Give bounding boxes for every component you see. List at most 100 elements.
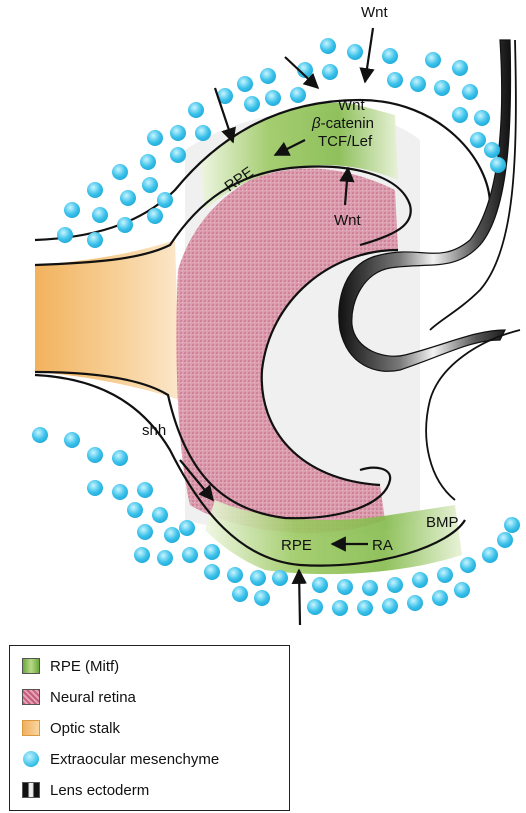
mesenchyme-dot xyxy=(260,68,276,84)
mesenchyme-dot xyxy=(137,524,153,540)
legend-label: Extraocular mesenchyme xyxy=(50,751,219,768)
label-wnt-top: Wnt xyxy=(361,4,389,21)
mesenchyme-dot xyxy=(134,547,150,563)
mesenchyme-dot xyxy=(157,192,173,208)
lens-ectoderm-swatch-icon xyxy=(22,782,40,798)
arrow-wnt-top xyxy=(365,28,373,82)
mesenchyme-dot xyxy=(412,572,428,588)
mesenchyme-dot xyxy=(425,52,441,68)
legend-label: Optic stalk xyxy=(50,720,120,737)
legend-label: Neural retina xyxy=(50,689,136,706)
mesenchyme-dot xyxy=(497,532,513,548)
mesenchyme-dot xyxy=(407,595,423,611)
rpe-swatch-icon xyxy=(22,658,40,674)
mesenchyme-dot xyxy=(112,450,128,466)
mesenchyme-dot xyxy=(92,207,108,223)
mesenchyme-dot xyxy=(470,132,486,148)
mesenchyme-dot xyxy=(432,590,448,606)
mesenchyme-dot xyxy=(147,208,163,224)
mesenchyme-dot xyxy=(382,48,398,64)
mesenchyme-dot xyxy=(204,564,220,580)
mesenchyme-dot xyxy=(140,154,156,170)
legend-item-mesenchyme: Extraocular mesenchyme xyxy=(22,748,219,770)
mesenchyme-dot xyxy=(64,202,80,218)
legend-label: Lens ectoderm xyxy=(50,782,149,799)
mesenchyme-dot xyxy=(332,600,348,616)
mesenchyme-dot xyxy=(195,125,211,141)
mesenchyme-dot xyxy=(322,64,338,80)
legend-item-neural-retina: Neural retina xyxy=(22,686,136,708)
mesenchyme-dot xyxy=(382,598,398,614)
mesenchyme-dot xyxy=(142,177,158,193)
mesenchyme-dot xyxy=(157,550,173,566)
legend-item-lens-ectoderm: Lens ectoderm xyxy=(22,779,149,801)
mesenchyme-dot xyxy=(244,96,260,112)
mesenchyme-dot xyxy=(250,570,266,586)
mesenchyme-dot xyxy=(227,567,243,583)
mesenchyme-dot xyxy=(87,182,103,198)
mesenchyme-dot-icon xyxy=(23,751,39,767)
mesenchyme-dot xyxy=(170,125,186,141)
mesenchyme-dot xyxy=(170,147,186,163)
legend-item-optic-stalk: Optic stalk xyxy=(22,717,120,739)
mesenchyme-dot xyxy=(127,502,143,518)
label-wnt-inner: Wnt xyxy=(338,97,366,114)
legend: RPE (Mitf) Neural retina Optic stalk Ext… xyxy=(9,645,290,811)
label-ra: RA xyxy=(372,537,393,554)
legend-label: RPE (Mitf) xyxy=(50,658,119,675)
mesenchyme-dot xyxy=(117,217,133,233)
mesenchyme-dot xyxy=(490,157,506,173)
label-bmp: BMP xyxy=(426,514,459,531)
beta-catenin-suffix: -catenin xyxy=(321,115,374,132)
legend-item-rpe: RPE (Mitf) xyxy=(22,655,119,677)
mesenchyme-dot xyxy=(87,480,103,496)
label-shh: shh xyxy=(142,422,166,439)
mesenchyme-dot xyxy=(254,590,270,606)
mesenchyme-dot xyxy=(137,482,153,498)
mesenchyme-dot xyxy=(152,507,168,523)
arrow-top-left-1 xyxy=(285,57,318,88)
beta-symbol: β xyxy=(311,115,321,132)
mesenchyme-dot xyxy=(337,579,353,595)
mesenchyme-dot xyxy=(462,84,478,100)
mesenchyme-dot xyxy=(437,567,453,583)
mesenchyme-dot xyxy=(474,110,490,126)
mesenchyme-dot xyxy=(347,44,363,60)
mesenchyme-dot xyxy=(504,517,520,533)
mesenchyme-dot xyxy=(454,582,470,598)
mesenchyme-dot xyxy=(204,544,220,560)
mesenchyme-dot xyxy=(357,600,373,616)
mesenchyme-dot xyxy=(484,142,500,158)
label-wnt-lower: Wnt xyxy=(334,212,362,229)
optic-cup-diagram: Wnt Wnt β-catenin TCF/Lef RPE Wnt shh BM… xyxy=(0,0,526,645)
label-rpe-bottom: RPE xyxy=(281,537,312,554)
mesenchyme-dot xyxy=(32,427,48,443)
mesenchyme-dot xyxy=(452,60,468,76)
mesenchyme-dot xyxy=(460,557,476,573)
mesenchyme-dot xyxy=(237,76,253,92)
mesenchyme-dot xyxy=(188,102,204,118)
mesenchyme-dot xyxy=(120,190,136,206)
mesenchyme-dot xyxy=(232,586,248,602)
mesenchyme-dot xyxy=(179,520,195,536)
arrow-bottom-up xyxy=(299,570,300,625)
mesenchyme-dot xyxy=(64,432,80,448)
mesenchyme-dot xyxy=(387,72,403,88)
mesenchyme-dot xyxy=(57,227,73,243)
mesenchyme-dot xyxy=(290,87,306,103)
mesenchyme-dot xyxy=(164,527,180,543)
mesenchyme-dot xyxy=(452,107,468,123)
mesenchyme-dot xyxy=(112,164,128,180)
mesenchyme-dot xyxy=(87,447,103,463)
optic-stalk-swatch-icon xyxy=(22,720,40,736)
mesenchyme-dot xyxy=(87,232,103,248)
mesenchyme-dot xyxy=(434,80,450,96)
mesenchyme-dot xyxy=(272,570,288,586)
label-tcf-lef: TCF/Lef xyxy=(318,133,373,150)
mesenchyme-dot xyxy=(387,577,403,593)
mesenchyme-dot xyxy=(410,76,426,92)
neural-retina-swatch-icon xyxy=(22,689,40,705)
label-beta-catenin: β-catenin xyxy=(311,115,374,132)
mesenchyme-dot xyxy=(182,547,198,563)
mesenchyme-dot xyxy=(307,599,323,615)
